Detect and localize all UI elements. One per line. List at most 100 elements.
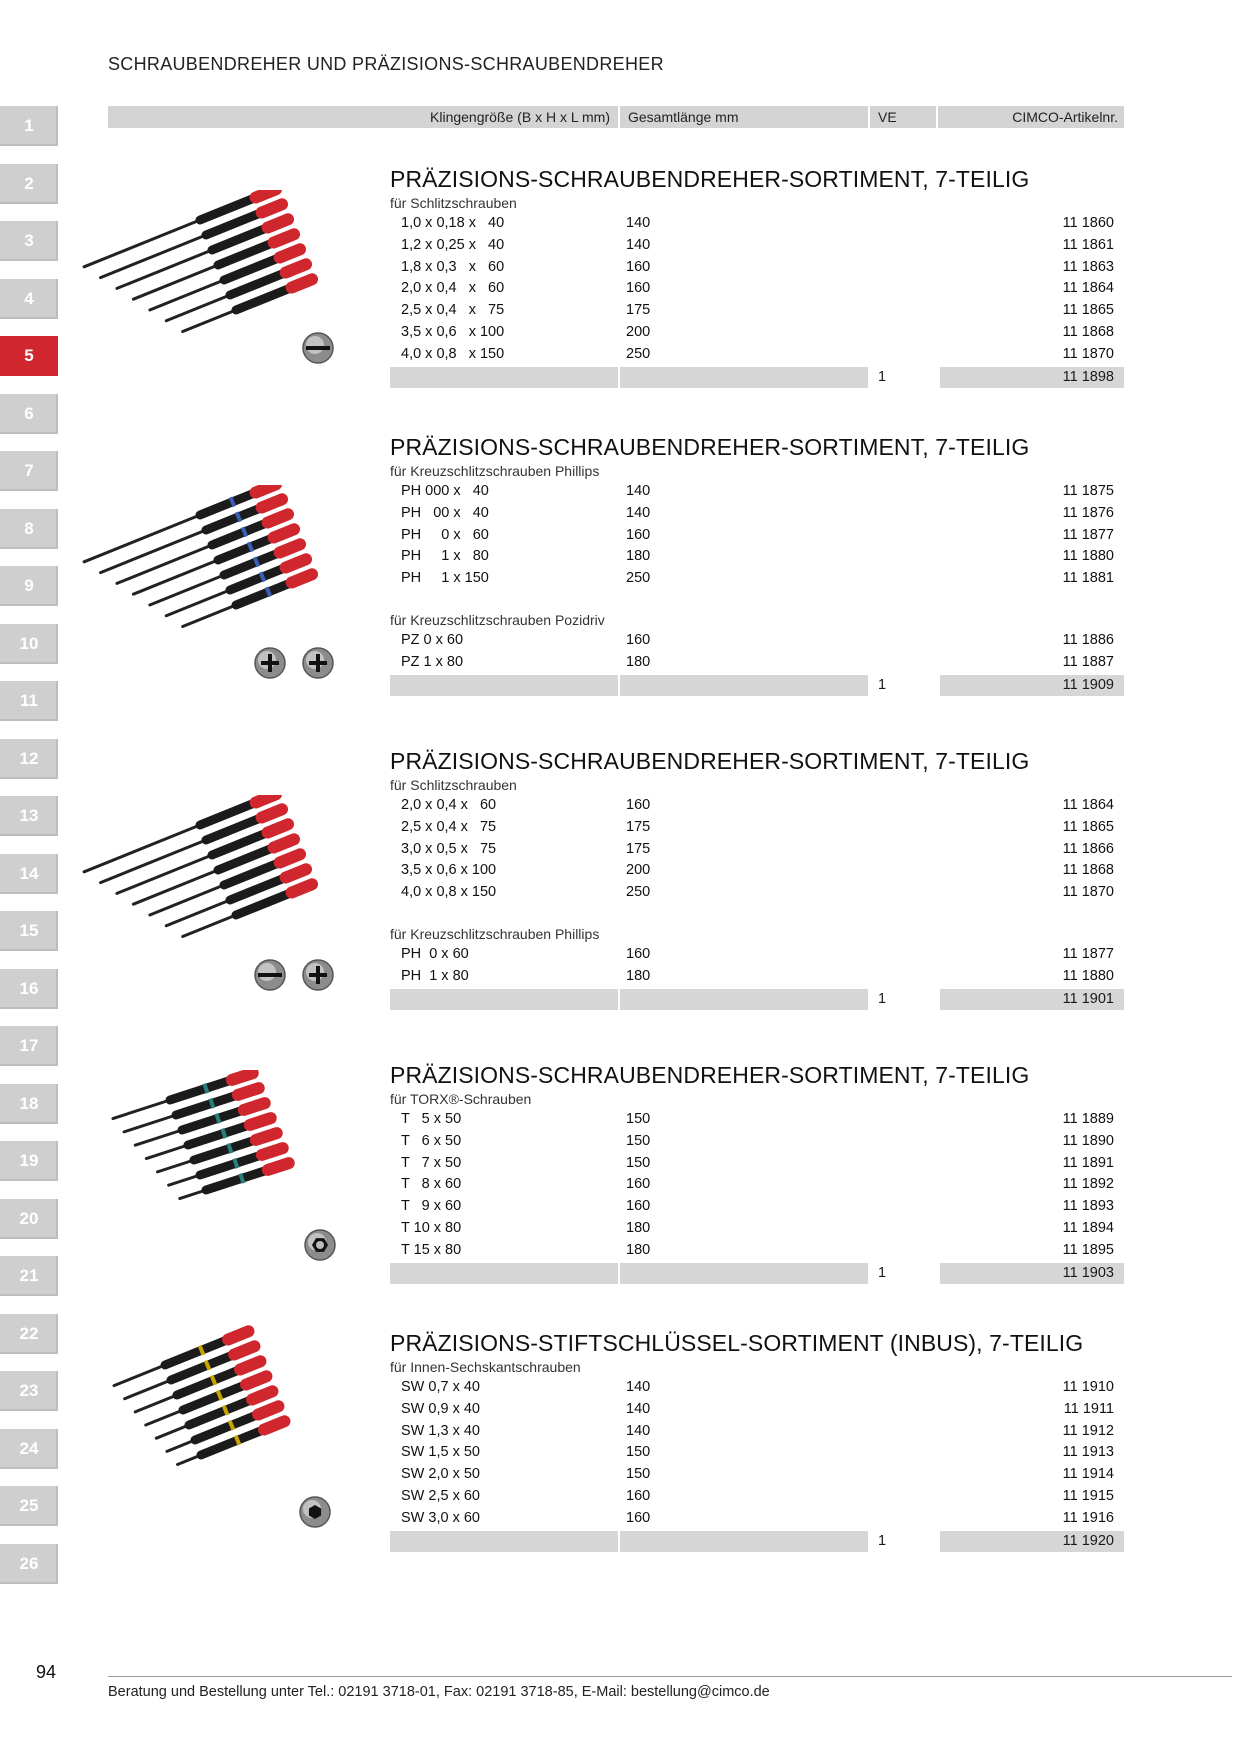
screwdriver-blade: [154, 1423, 191, 1440]
total-length: 180: [626, 653, 651, 670]
screwdriver-handle: [225, 563, 291, 595]
blade-size: PH 00 x 40: [401, 504, 489, 521]
chapter-tab-24[interactable]: 24: [0, 1428, 58, 1469]
chapter-tab-17[interactable]: 17: [0, 1026, 58, 1066]
screwdriver-blade: [181, 603, 238, 629]
column-total-length: Gesamtlänge mm: [620, 106, 868, 128]
screwdriver-cap: [261, 508, 295, 529]
handle-band: [208, 1097, 216, 1109]
handle-band: [203, 1359, 212, 1371]
screwdriver-blade: [131, 558, 220, 596]
screwdriver-blade: [178, 1188, 208, 1201]
blade-size: 2,0 x 0,4 x 60: [401, 280, 505, 297]
total-cell: [620, 674, 868, 696]
chapter-tab-1[interactable]: 1: [0, 106, 58, 146]
chapter-tab-15[interactable]: 15: [0, 911, 58, 951]
chapter-tab-11[interactable]: 11: [0, 681, 58, 721]
chapter-tab-13[interactable]: 13: [0, 796, 58, 836]
total-length: 150: [626, 1111, 651, 1127]
article-number: 11 1865: [1062, 818, 1114, 835]
total-cell: [390, 366, 618, 388]
chapter-tab-18[interactable]: 18: [0, 1083, 58, 1124]
chapter-tab-25[interactable]: 25: [0, 1486, 58, 1526]
total-cell: [390, 1262, 618, 1284]
total-length: 160: [626, 631, 651, 648]
chapter-tab-12[interactable]: 12: [0, 738, 58, 779]
screwdriver-blade: [164, 588, 232, 618]
set-article-number: 11 1909: [1062, 676, 1114, 693]
handle-band: [232, 1157, 240, 1169]
total-cell: [940, 1262, 1124, 1284]
key-set-image-hex: [112, 1325, 331, 1528]
total-cell: [940, 674, 1124, 696]
chapter-tab-6[interactable]: 6: [0, 393, 58, 434]
screwdriver-cap: [249, 795, 282, 809]
screwdriver-blade: [131, 868, 220, 906]
total-length: 160: [626, 526, 651, 543]
column-article-number: CIMCO-Artikelnr.: [938, 106, 1124, 128]
handle-band: [221, 1404, 230, 1416]
handle-band: [215, 1389, 224, 1401]
screwdriver-blade: [164, 898, 232, 928]
footer-contact: Beratung und Bestellung unter Tel.: 0219…: [108, 1684, 770, 1700]
chapter-tab-3[interactable]: 3: [0, 221, 58, 261]
chapter-tab-21[interactable]: 21: [0, 1256, 58, 1296]
chapter-tab-5[interactable]: 5: [0, 336, 58, 376]
screwdriver-handle: [171, 1090, 243, 1120]
handle-band: [227, 1419, 236, 1431]
screwdriver-cap: [231, 1082, 265, 1101]
screwdriver-cap: [255, 1142, 289, 1161]
article-number: 11 1861: [1062, 236, 1114, 253]
chapter-tab-4[interactable]: 4: [0, 278, 58, 319]
chapter-tab-22[interactable]: 22: [0, 1313, 58, 1354]
handle-band: [234, 511, 243, 523]
chapter-tab-16[interactable]: 16: [0, 968, 58, 1009]
article-number: 11 1877: [1062, 526, 1114, 543]
set-article-number: 11 1901: [1062, 990, 1114, 1007]
blade-size: T 5 x 50: [401, 1111, 462, 1127]
article-number: 11 1864: [1062, 280, 1114, 297]
chapter-tab-20[interactable]: 20: [0, 1198, 58, 1239]
blade-size: T 6 x 50: [401, 1132, 462, 1149]
blade-size: 2,5 x 0,4 x 75: [401, 302, 505, 319]
chapter-tab-26[interactable]: 26: [0, 1543, 58, 1584]
column-header-bar: Klingengröße (B x H x L mm) Gesamtlänge …: [108, 106, 1124, 128]
screwdriver-handle: [231, 888, 297, 920]
screw-highlight: [258, 651, 276, 669]
chapter-tab-2[interactable]: 2: [0, 163, 58, 204]
chapter-tab-14[interactable]: 14: [0, 853, 58, 894]
total-cell: [620, 1530, 868, 1552]
screwdriver-cap: [279, 863, 313, 884]
chapter-tab-10[interactable]: 10: [0, 623, 58, 664]
article-number: 11 1870: [1062, 884, 1114, 901]
screwdriver-handle: [195, 798, 261, 830]
total-cell: [940, 988, 1124, 1010]
chapter-tab-9[interactable]: 9: [0, 566, 58, 606]
screwdriver-blade: [131, 263, 220, 301]
article-number: 11 1893: [1062, 1198, 1114, 1215]
chapter-tab-19[interactable]: 19: [0, 1141, 58, 1181]
screwdriver-handle: [165, 1075, 237, 1105]
section-subtitle: für Kreuzschlitzschrauben Phillips: [390, 925, 600, 942]
chapter-tab-7[interactable]: 7: [0, 451, 58, 491]
handle-band: [209, 1374, 218, 1386]
total-length: 180: [626, 1219, 651, 1236]
screwdriver-handle: [166, 1350, 239, 1385]
chapter-tab-23[interactable]: 23: [0, 1371, 58, 1411]
page-number: 94: [36, 1662, 57, 1682]
blade-size: SW 2,0 x 50: [401, 1466, 480, 1483]
total-length: 160: [626, 1198, 651, 1215]
total-length: 160: [626, 258, 651, 275]
blade-size: SW 1,3 x 40: [401, 1422, 480, 1439]
total-cell: [620, 366, 868, 388]
chapter-tab-8[interactable]: 8: [0, 508, 58, 549]
screwdriver-cap: [234, 1355, 267, 1376]
total-length: 150: [626, 1444, 651, 1461]
